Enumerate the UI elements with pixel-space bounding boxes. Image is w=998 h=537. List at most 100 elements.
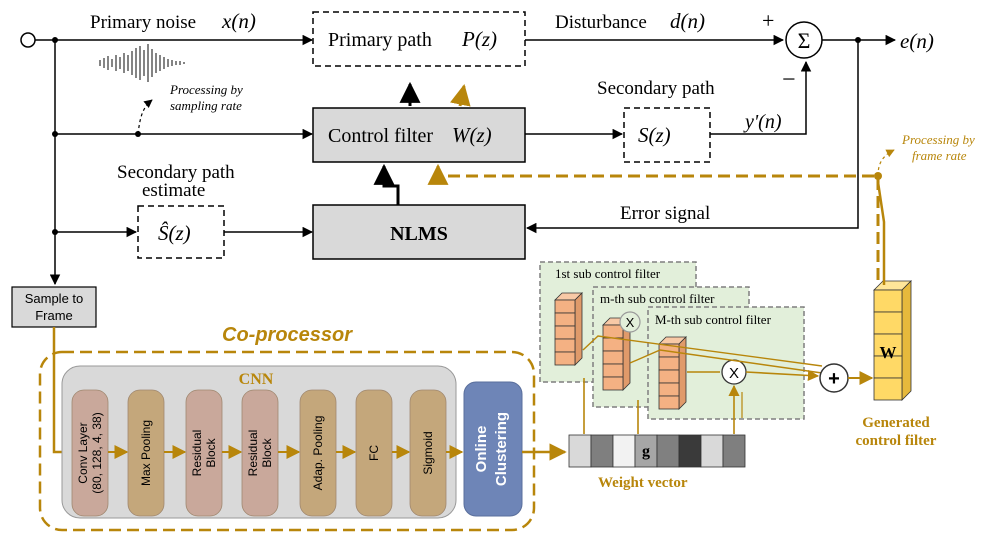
frame-rate-label-2: frame rate	[912, 148, 967, 163]
input-terminal	[20, 32, 36, 48]
weight-cell	[678, 434, 702, 468]
filter-cell	[658, 356, 680, 371]
disturbance-label: Disturbance	[555, 12, 647, 33]
weight-update-zigzag	[373, 163, 400, 205]
primary-path-label: Primary path	[328, 29, 432, 51]
sub-filter-M-cube	[658, 336, 687, 410]
filter-cell	[602, 324, 624, 339]
weight-cell	[722, 434, 746, 468]
filter-cell	[554, 351, 576, 366]
yprime-label: y'(n)	[743, 111, 782, 133]
frame-rate-label-1: Processing by	[901, 132, 975, 147]
weight-vector: g	[568, 434, 746, 468]
generated-w-label: W	[880, 343, 897, 362]
filter-cell	[873, 289, 903, 313]
weight-vector-label: Weight vector	[598, 475, 688, 491]
weight-cell	[612, 434, 636, 468]
frame-rate-pointer	[877, 149, 895, 177]
control-filter-label: Control filter	[328, 125, 433, 147]
cnn-layer-label: Residual	[246, 430, 260, 477]
dn-label: d(n)	[670, 9, 705, 33]
cnn-title: CNN	[239, 371, 274, 388]
control-filter-box	[312, 107, 526, 163]
filter-cell	[602, 337, 624, 352]
weight-cell	[568, 434, 592, 468]
weight-g-label: g	[642, 443, 650, 460]
filter-cell	[554, 299, 576, 314]
cnn-layer-label: Residual	[190, 430, 204, 477]
primary-noise-label: Primary noise	[90, 12, 196, 33]
sample-to-frame-label-1: Sample to	[25, 291, 84, 306]
filter-cell	[554, 338, 576, 353]
sub1-connection	[582, 335, 823, 367]
minus-sign: −	[782, 67, 796, 93]
noise-waveform-icon	[99, 44, 185, 82]
svg-text:+: +	[828, 368, 840, 390]
secondary-path-label: Secondary path	[597, 78, 715, 99]
svg-text:X: X	[626, 315, 635, 330]
filter-cell	[602, 350, 624, 365]
sub-filter-M-label: M-th sub control filter	[655, 312, 772, 327]
filter-cell	[658, 382, 680, 397]
sub-filter-m-label: m-th sub control filter	[600, 291, 715, 306]
filter-cell	[873, 377, 903, 401]
plus-sign: +	[762, 8, 774, 33]
sub-filter-1-label: 1st sub control filter	[555, 266, 661, 281]
sec-estimate-label-2: estimate	[142, 180, 205, 201]
pz-label: P(z)	[461, 27, 497, 51]
wz-label: W(z)	[452, 123, 492, 147]
online-clustering-label-2: Clustering	[493, 412, 510, 486]
anti-noise-line	[710, 60, 812, 135]
generated-filter-cube: W	[873, 280, 912, 401]
generated-label-1: Generated	[862, 415, 930, 431]
coprocessor-title: Co-processor	[222, 324, 353, 346]
filter-cell	[658, 369, 680, 384]
sampling-rate-label-1: Processing by	[169, 82, 243, 97]
sampling-rate-pointer	[137, 99, 153, 135]
filter-cell	[658, 395, 680, 410]
en-label: e(n)	[900, 29, 934, 53]
filter-cell	[602, 376, 624, 391]
online-clustering-block	[463, 381, 523, 517]
sub-filter-1-cube	[554, 292, 583, 366]
mult-to-sum	[745, 369, 820, 382]
weight-cell	[700, 434, 724, 468]
secondary-path-box	[623, 107, 711, 163]
generated-to-update	[876, 181, 886, 285]
sec-estimate-label-1: Secondary path	[117, 162, 235, 183]
sum-symbol: Σ	[798, 28, 811, 53]
xn-label: x(n)	[221, 9, 256, 33]
error-signal-line	[525, 40, 859, 234]
cnn-layer-label: Adap. Pooling	[311, 416, 325, 491]
cnn-layer-label: FC	[367, 445, 381, 461]
sample-to-frame-label-2: Frame	[35, 308, 73, 323]
cnn-layer-label: Sigmoid	[421, 431, 435, 474]
filter-cell	[554, 312, 576, 327]
error-signal-label: Error signal	[620, 203, 710, 224]
cnn-layer-label: Block	[260, 437, 274, 467]
shat-label: Ŝ(z)	[158, 221, 191, 245]
cnn-layer-label: (80, 128, 4, 38)	[90, 412, 104, 493]
sub-m-connection	[629, 349, 823, 374]
generated-label-2: control filter	[856, 433, 937, 449]
filter-cell	[873, 311, 903, 335]
cnn-layer-label: Block	[204, 437, 218, 467]
nlms-box	[312, 204, 526, 260]
weight-cell	[656, 434, 680, 468]
svg-text:X: X	[729, 365, 739, 382]
sz-label: S(z)	[638, 123, 671, 147]
multiply-icon	[619, 311, 641, 333]
coprocessor-boundary	[38, 350, 536, 532]
weight-cell	[590, 434, 614, 468]
update-arrow-gold	[449, 83, 471, 107]
cnn-layer-label: Max Pooling	[139, 420, 153, 486]
online-clustering-label-1: Online	[473, 426, 490, 473]
secondary-estimate-box	[137, 205, 225, 259]
primary-path-box	[312, 11, 526, 67]
filter-cell	[602, 363, 624, 378]
cnn-layer-label: Conv Layer	[76, 422, 90, 483]
nlms-label: NLMS	[390, 223, 448, 245]
cnn-layers: Conv Layer(80, 128, 4, 38) Max Pooling Res…	[71, 389, 464, 517]
